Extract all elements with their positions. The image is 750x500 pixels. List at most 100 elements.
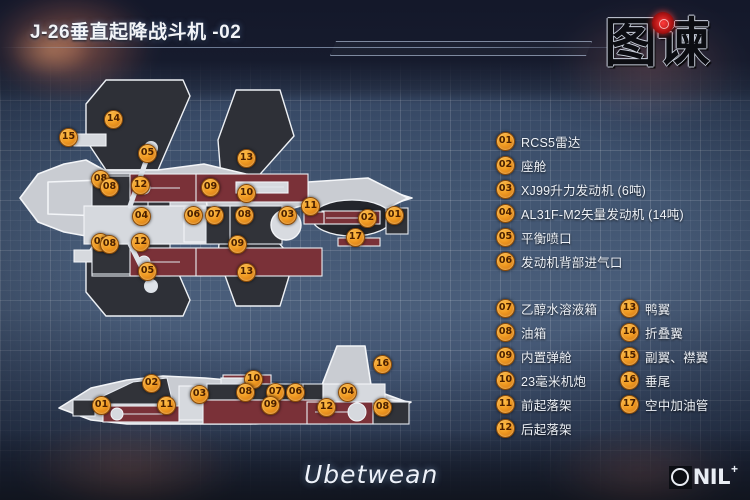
side_view-callout-06: 06 <box>286 383 305 402</box>
plan_view-callout-03: 03 <box>278 206 297 225</box>
plan_view-callout-12: 12 <box>131 176 150 195</box>
legend-item-17: 17 空中加油管 <box>620 392 709 416</box>
legend-badge-15: 15 <box>620 346 639 366</box>
plan_view-callout-07: 07 <box>205 206 224 225</box>
legend-label-03: XJ99升力发动机 (6吨) <box>521 183 647 198</box>
legend-column-primary: 01 RCS5雷达 02 座舱 03 XJ99升力发动机 (6吨) 04 AL31F-M2矢量… <box>496 129 684 273</box>
legend-item-11: 11 前起落架 <box>496 392 597 416</box>
plan_view-callout-15: 15 <box>59 128 78 147</box>
side_view-callout-16: 16 <box>373 355 392 374</box>
legend-column-tertiary: 13 鸭翼 14 折叠翼 15 副翼、襟翼 16 垂尾 17 空中加油管 <box>620 296 709 416</box>
legend-item-12: 12 后起落架 <box>496 416 597 440</box>
footer-brand: Ubetwean <box>304 460 439 489</box>
plan_view-callout-08: 08 <box>235 206 254 225</box>
legend-item-16: 16 垂尾 <box>620 368 709 392</box>
legend-item-08: 08 油箱 <box>496 320 597 344</box>
legend-item-09: 09 内置弹舱 <box>496 344 597 368</box>
footer-logo: NIL + <box>668 462 738 490</box>
legend-label-16: 垂尾 <box>645 374 671 389</box>
legend-badge-17: 17 <box>620 394 639 414</box>
plan_view-callout-05: 05 <box>138 262 157 281</box>
header: J-26垂直起降战斗机 -02 图谏 <box>0 0 750 104</box>
legend-item-03: 03 XJ99升力发动机 (6吨) <box>496 177 684 201</box>
plan_view-callout-09: 09 <box>228 235 247 254</box>
legend-item-05: 05 平衡喷口 <box>496 225 684 249</box>
legend-badge-03: 03 <box>496 179 515 199</box>
side_view-callout-03: 03 <box>190 385 209 404</box>
legend-label-13: 鸭翼 <box>645 302 671 317</box>
legend-badge-11: 11 <box>496 394 515 414</box>
header-divider <box>0 47 640 48</box>
legend-badge-16: 16 <box>620 370 639 390</box>
plan_view-callout-08: 08 <box>100 178 119 197</box>
plan_view-callout-17: 17 <box>346 228 365 247</box>
legend-badge-12: 12 <box>496 418 515 438</box>
side_view-callout-08: 08 <box>236 383 255 402</box>
legend-label-11: 前起落架 <box>521 398 572 413</box>
legend-label-08: 油箱 <box>521 326 547 341</box>
plan_view-callout-04: 04 <box>132 207 151 226</box>
plan_view-callout-02: 02 <box>358 209 377 228</box>
legend-label-09: 内置弹舱 <box>521 350 572 365</box>
legend-badge-09: 09 <box>496 346 515 366</box>
legend-badge-06: 06 <box>496 251 515 271</box>
side_view-callout-04: 04 <box>338 383 357 402</box>
legend-label-07: 乙醇水溶液箱 <box>521 302 598 317</box>
legend-badge-07: 07 <box>496 298 515 318</box>
legend-label-12: 后起落架 <box>521 422 572 437</box>
plan_view-callout-11: 11 <box>301 197 320 216</box>
legend-badge-05: 05 <box>496 227 515 247</box>
side_view-callout-12: 12 <box>317 398 336 417</box>
legend-label-14: 折叠翼 <box>645 326 684 341</box>
legend-label-17: 空中加油管 <box>645 398 709 413</box>
legend-badge-13: 13 <box>620 298 639 318</box>
aircraft-plan-view: .sk{fill:#c9ccd2;stroke:#f3f5f8;stroke-w… <box>19 79 413 317</box>
circle-logo-icon <box>668 465 692 489</box>
legend-item-10: 10 23毫米机炮 <box>496 368 597 392</box>
legend-item-01: 01 RCS5雷达 <box>496 129 684 153</box>
side_view-callout-02: 02 <box>142 374 161 393</box>
legend-label-15: 副翼、襟翼 <box>645 350 709 365</box>
side_view-callout-01: 01 <box>92 396 111 415</box>
legend-badge-08: 08 <box>496 322 515 342</box>
side_view-callout-08: 08 <box>373 398 392 417</box>
plan_view-callout-05: 05 <box>138 144 157 163</box>
side_view-callout-11: 11 <box>157 396 176 415</box>
plan_view-callout-01: 01 <box>385 206 404 225</box>
legend-label-02: 座舱 <box>521 159 547 174</box>
footer-logo-plus: + <box>730 462 738 476</box>
header-notch-shape <box>330 41 592 56</box>
plan_view-callout-13: 13 <box>237 149 256 168</box>
side_view-callout-09: 09 <box>261 396 280 415</box>
aircraft-side-view: .s2{fill:#c9ccd2;stroke:#f3f5f8;stroke-w… <box>58 345 412 425</box>
legend-label-06: 发动机背部进气口 <box>521 255 623 270</box>
plan_view-callout-09: 09 <box>201 178 220 197</box>
plan_view-callout-08: 08 <box>100 235 119 254</box>
legend-label-01: RCS5雷达 <box>521 135 581 150</box>
brand-target-icon <box>652 12 674 34</box>
legend-item-06: 06 发动机背部进气口 <box>496 249 684 273</box>
legend-badge-14: 14 <box>620 322 639 342</box>
plan_view-callout-12: 12 <box>131 233 150 252</box>
plan_view-callout-10: 10 <box>237 184 256 203</box>
legend-label-10: 23毫米机炮 <box>521 374 587 389</box>
legend-item-14: 14 折叠翼 <box>620 320 709 344</box>
legend-item-02: 02 座舱 <box>496 153 684 177</box>
legend-item-04: 04 AL31F-M2矢量发动机 (14吨) <box>496 201 684 225</box>
legend-label-04: AL31F-M2矢量发动机 (14吨) <box>521 207 684 222</box>
bottom-dark-band <box>0 430 750 500</box>
legend-badge-02: 02 <box>496 155 515 175</box>
plan_view-callout-14: 14 <box>104 110 123 129</box>
page-title: J-26垂直起降战斗机 -02 <box>30 22 242 43</box>
plan_view-callout-13: 13 <box>237 263 256 282</box>
legend-item-07: 07 乙醇水溶液箱 <box>496 296 597 320</box>
legend-badge-01: 01 <box>496 131 515 151</box>
footer-logo-text: NIL <box>692 464 731 489</box>
legend-column-secondary: 07 乙醇水溶液箱 08 油箱 09 内置弹舱 10 23毫米机炮 11 前起落架 12 后起落架 <box>496 296 597 440</box>
legend-badge-04: 04 <box>496 203 515 223</box>
legend-label-05: 平衡喷口 <box>521 231 572 246</box>
legend-item-13: 13 鸭翼 <box>620 296 709 320</box>
legend-badge-10: 10 <box>496 370 515 390</box>
legend-item-15: 15 副翼、襟翼 <box>620 344 709 368</box>
